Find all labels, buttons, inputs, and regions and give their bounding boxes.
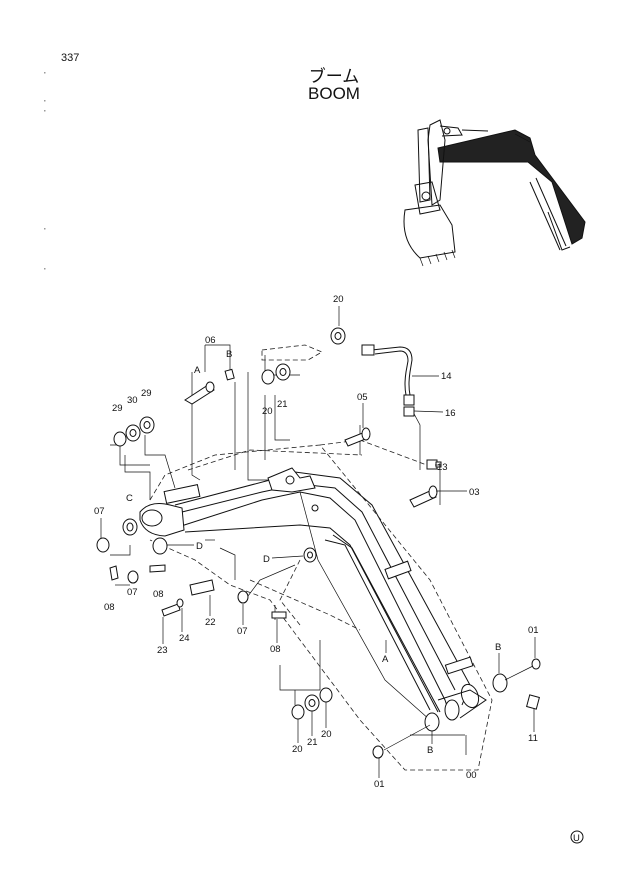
callout-22: 22 xyxy=(205,617,216,628)
title-japanese: ブーム xyxy=(308,67,360,87)
callout-ref-C: C xyxy=(126,493,133,504)
callout-ref-A-2: A xyxy=(382,654,389,665)
callout-30: 30 xyxy=(127,395,138,406)
pin-03 xyxy=(409,485,438,508)
callout-08-a: 08 xyxy=(153,589,164,600)
callout-16: 16 xyxy=(445,408,456,419)
bushings-foot xyxy=(96,518,168,584)
callout-08-c: 08 xyxy=(270,644,281,655)
callout-01-b: 01 xyxy=(374,779,385,790)
callout-ref-A: A xyxy=(194,365,201,376)
callout-07-a: 07 xyxy=(94,506,105,517)
margin-marks xyxy=(44,72,46,270)
callout-20-d: 20 xyxy=(321,729,332,740)
page-number: 337 xyxy=(61,52,80,64)
callout-ref-B-3: B xyxy=(427,745,433,756)
callout-ref-D-1: D xyxy=(196,541,203,552)
hose-assembly xyxy=(361,344,415,417)
callout-24: 24 xyxy=(179,633,190,644)
callout-06: 06 xyxy=(205,335,216,346)
callout-20-c: 20 xyxy=(292,744,303,755)
pin-06 xyxy=(184,368,235,405)
bushings-mid xyxy=(237,547,317,619)
upper-pin-shims xyxy=(261,327,346,385)
callout-ref-B-2: B xyxy=(495,642,501,653)
leader-lines xyxy=(110,344,467,755)
shims-29-30 xyxy=(113,416,155,447)
fitting-13 xyxy=(426,459,442,470)
callout-ref-D-2: D xyxy=(263,554,270,565)
assembly-dashed-outlines xyxy=(149,439,493,771)
callout-07-b: 07 xyxy=(127,587,138,598)
callout-03: 03 xyxy=(469,487,480,498)
footer-mark: U xyxy=(570,830,584,844)
excavator-inset-illustration xyxy=(403,119,586,267)
footer-mark-letter: U xyxy=(573,833,580,844)
plate-22-bolt-23 xyxy=(161,579,215,617)
boom-structure xyxy=(139,467,487,721)
callout-labels: 20 06 B A 14 29 30 29 20 21 05 16 13 03 … xyxy=(94,294,539,790)
callout-23: 23 xyxy=(157,645,168,656)
callout-29-upper: 29 xyxy=(141,388,152,399)
callout-20-b: 20 xyxy=(262,406,273,417)
callout-14: 14 xyxy=(441,371,452,382)
callout-13: 13 xyxy=(437,462,448,473)
title-english: BOOM xyxy=(308,84,360,103)
callout-21-a: 21 xyxy=(277,399,288,410)
callout-21-b: 21 xyxy=(307,737,318,748)
tip-shims xyxy=(291,687,333,720)
pin-05 xyxy=(344,427,371,447)
tip-bushings xyxy=(372,658,541,759)
callout-00: 00 xyxy=(466,770,477,781)
callout-07-c: 07 xyxy=(237,626,248,637)
callout-11: 11 xyxy=(528,733,538,744)
callout-01-a: 01 xyxy=(528,625,539,636)
callout-08-b: 08 xyxy=(104,602,115,613)
callout-ref-B: B xyxy=(226,349,232,360)
callout-29-lower: 29 xyxy=(112,403,123,414)
callout-20: 20 xyxy=(333,294,344,305)
callout-05: 05 xyxy=(357,392,368,403)
